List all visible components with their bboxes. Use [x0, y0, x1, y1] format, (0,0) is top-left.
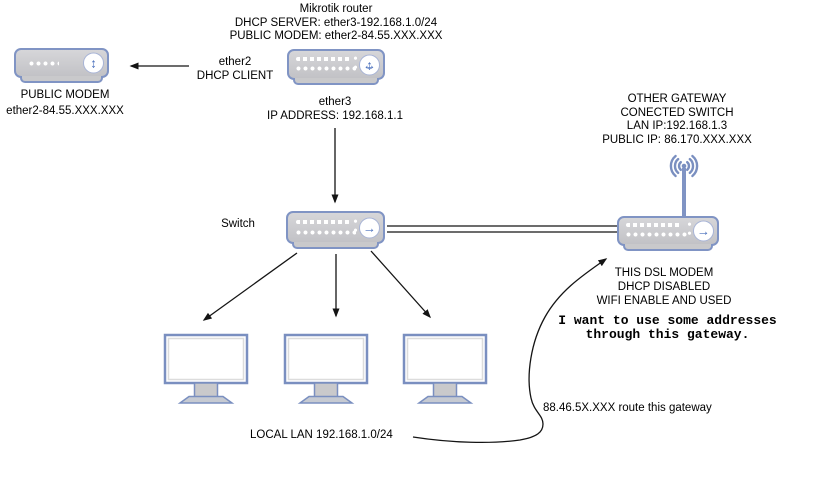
public-modem-label: PUBLIC MODEM ether2-84.55.XXX.XXX: [2, 87, 128, 119]
updown-arrow-icon: ↕: [83, 52, 104, 74]
ether2-label: ether2 DHCP CLIENT: [185, 55, 285, 83]
route-note: 88.46.5X.XXX route this gateway: [543, 402, 712, 414]
public-modem-label-line2: ether2-84.55.XXX.XXX: [6, 105, 124, 117]
handwritten-note: I want to use some addresses through thi…: [545, 314, 790, 342]
switch-port-dots: [296, 230, 356, 235]
mikrotik-router-device: ↔ ↕: [287, 49, 385, 85]
switch-port-dashes: [296, 220, 350, 224]
gateway-label-line2: CONECTED SWITCH: [620, 106, 734, 119]
router-title-block: Mikrotik router DHCP SERVER: ether3-192.…: [216, 3, 456, 44]
local-lan-label: LOCAL LAN 192.168.1.0/24: [250, 429, 393, 441]
modem-led-dots: [29, 61, 59, 66]
router-title-line2: DHCP SERVER: ether3-192.168.1.0/24: [234, 16, 438, 29]
dsl-note-line2: DHCP DISABLED: [617, 281, 711, 293]
switch-side-dots: [353, 219, 358, 236]
gateway-label-line3: LAN IP:192.168.1.3: [626, 120, 728, 132]
gateway-label-line1: OTHER GATEWAY: [627, 93, 727, 105]
public-modem-device: ↕: [14, 48, 109, 83]
ether3-label-line1: ether3: [318, 96, 352, 108]
router-port-dots: [296, 66, 356, 71]
ether2-label-line2: DHCP CLIENT: [196, 70, 274, 82]
handwritten-note-line1: I want to use some addresses: [558, 313, 777, 328]
dsl-note-line1: THIS DSL MODEM: [614, 267, 714, 279]
right-arrow-icon: →: [693, 220, 714, 242]
ether3-label-line2: IP ADDRESS: 192.168.1.1: [267, 110, 403, 122]
arrow-switch-to-pc1: [202, 252, 298, 321]
router-title-line1: Mikrotik router: [299, 3, 373, 15]
router-title-line3: PUBLIC MODEM: ether2-84.55.XXX.XXX: [229, 30, 443, 42]
wifi-antenna-icon: [669, 154, 699, 218]
ether2-label-line1: ether2: [218, 56, 252, 68]
gateway-label: OTHER GATEWAY CONECTED SWITCH LAN IP:192…: [588, 93, 766, 147]
public-modem-label-line1: PUBLIC MODEM: [20, 89, 110, 101]
arrow-switch-to-pc3: [370, 250, 431, 319]
ether3-label: ether3 IP ADDRESS: 192.168.1.1: [240, 95, 430, 123]
gateway-port-dots: [626, 232, 688, 237]
lan-switch-device: →: [286, 211, 385, 249]
gateway-label-line4: PUBLIC IP: 86.170.XXX.XXX: [602, 133, 752, 146]
dsl-gateway-device: →: [617, 216, 719, 251]
router-port-dashes: [296, 57, 350, 61]
dsl-note-line3: WIFI ENABLE AND USED: [596, 295, 732, 307]
move-arrow-icon: ↔ ↕: [359, 54, 380, 75]
computer-monitor-1: [163, 333, 249, 404]
switch-label: Switch: [221, 218, 255, 230]
router-side-dots: [353, 56, 358, 73]
gateway-port-dashes: [626, 223, 682, 227]
computer-monitor-3: [402, 333, 488, 404]
dsl-note: THIS DSL MODEM DHCP DISABLED WIFI ENABLE…: [578, 266, 750, 308]
handwritten-note-line2: through this gateway.: [585, 327, 750, 342]
right-arrow-icon: →: [359, 217, 380, 238]
computer-monitor-2: [283, 333, 369, 404]
gateway-side-dots: [687, 222, 692, 239]
